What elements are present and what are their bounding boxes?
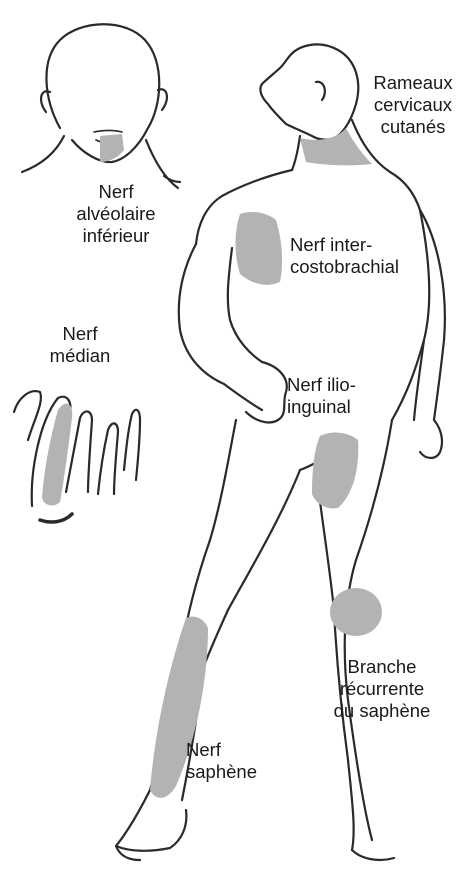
label-line: saphène [186, 761, 257, 783]
label-line: Nerf [186, 739, 257, 761]
ring-finger [98, 423, 118, 494]
left-forearm [224, 384, 262, 410]
right-arm-inner [414, 340, 424, 420]
ilioinguinal-zone [312, 433, 358, 509]
inferior-alveolar-zone [100, 134, 124, 162]
label-saphenous: Nerf saphène [186, 739, 257, 783]
neck-left [22, 136, 64, 172]
little-finger [124, 410, 140, 480]
intercostobrachial-zone [236, 212, 283, 285]
label-line: inférieur [60, 225, 172, 247]
body-head [260, 44, 358, 139]
label-line: Nerf [60, 181, 172, 203]
label-line: inguinal [287, 396, 356, 418]
left-hand [246, 362, 287, 422]
label-line: Nerf inter- [290, 234, 399, 256]
label-intercostobrachial: Nerf inter- costobrachial [290, 234, 399, 278]
hand-figure [14, 391, 140, 522]
left-upper-arm-outer [179, 244, 224, 384]
label-line: Branche [322, 656, 442, 678]
back-foot [352, 850, 394, 860]
right-shoulder [390, 172, 420, 210]
mouth [94, 131, 122, 133]
recurrent-saphenous-zone [330, 588, 382, 636]
label-cervical-branches: Rameaux cervicaux cutanés [360, 72, 466, 138]
thumb [14, 391, 41, 440]
right-hand [420, 420, 442, 458]
neck-front [292, 136, 300, 170]
label-line: récurrente [322, 678, 442, 700]
label-line: du saphène [322, 700, 442, 722]
label-line: cervicaux [360, 94, 466, 116]
body-ear [316, 82, 325, 100]
label-recurrent-saphenous: Branche récurrente du saphène [322, 656, 442, 722]
right-arm-outer [420, 210, 445, 420]
label-line: Rameaux [360, 72, 466, 94]
label-line: Nerf [40, 323, 120, 345]
palm-edge [40, 514, 72, 522]
label-median: Nerf médian [40, 323, 120, 367]
label-line: costobrachial [290, 256, 399, 278]
label-inferior-alveolar: Nerf alvéolaire inférieur [60, 181, 172, 247]
label-line: alvéolaire [60, 203, 172, 225]
label-ilioinguinal: Nerf ilio- inguinal [287, 374, 356, 418]
front-thigh-inner [228, 470, 300, 610]
hip-line [210, 420, 236, 540]
label-line: cutanés [360, 116, 466, 138]
label-line: Nerf ilio- [287, 374, 356, 396]
front-foot [116, 790, 186, 851]
label-line: médian [40, 345, 120, 367]
head-figure [22, 24, 180, 188]
